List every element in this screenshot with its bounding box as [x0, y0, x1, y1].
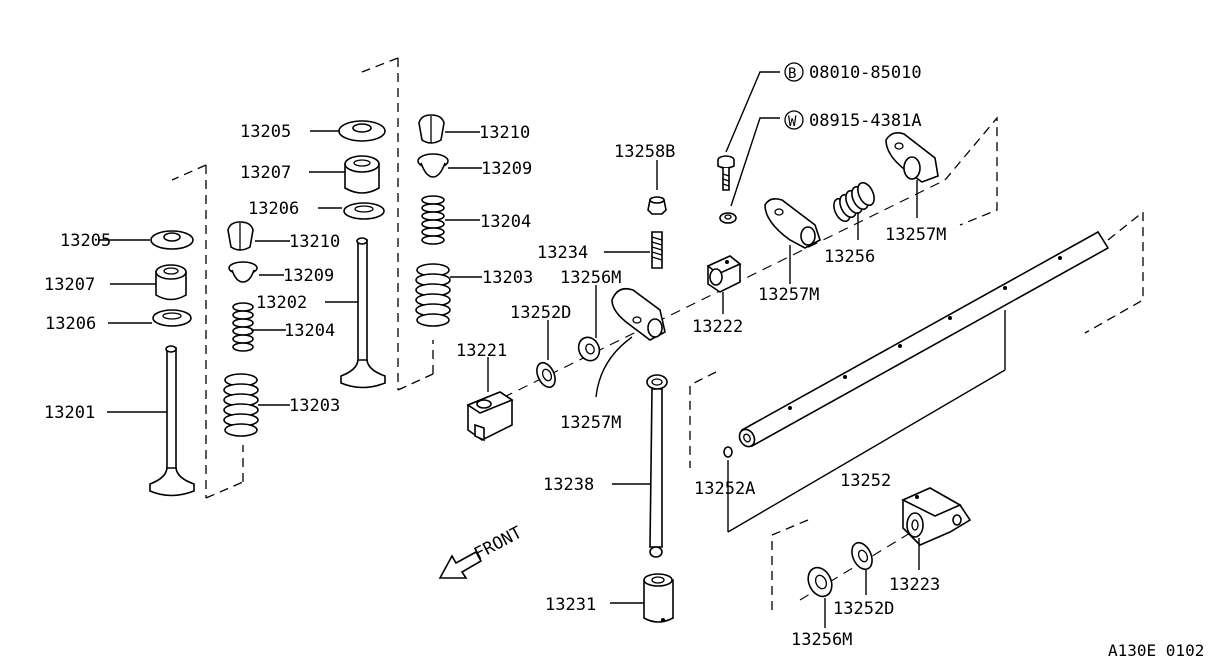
label-13207-left: 13207: [44, 275, 95, 295]
label-13201: 13201: [44, 403, 95, 423]
part-13203-left: [223, 373, 259, 437]
label-13203-center: 13203: [482, 268, 533, 288]
part-13231-tappet: [643, 573, 674, 623]
label-13202: 13202: [256, 293, 307, 313]
label-08010-85010: 08010-85010: [809, 63, 922, 83]
right-top-frame-dashed: [944, 116, 998, 226]
center-frame-dashed: [361, 57, 434, 391]
part-13210-center: [418, 114, 445, 144]
label-13209-center: 13209: [481, 159, 532, 179]
part-13256M-lower: [807, 566, 833, 598]
label-13209-left: 13209: [283, 266, 334, 286]
rocker-assembly: 13221 13252D 13256M 13257M 13258B: [456, 62, 1144, 650]
label-08915-4381A: 08915-4381A: [809, 111, 922, 131]
part-13210-left: [227, 221, 254, 251]
left-valve-assembly: 13205 13207 13206 13201: [44, 164, 340, 499]
label-13223: 13223: [889, 575, 940, 595]
label-13204-center: 13204: [480, 212, 531, 232]
label-13256M-lower: 13256M: [791, 630, 852, 650]
part-13252D-lower: [851, 541, 873, 571]
label-13221: 13221: [456, 341, 507, 361]
part-13207-center: [344, 155, 380, 194]
shaft-right-frame-dashed: [1084, 210, 1144, 334]
part-13201-valve: [149, 345, 195, 497]
label-13252A: 13252A: [694, 479, 755, 499]
part-13209-left: [228, 261, 258, 283]
label-13252D-lower: 13252D: [833, 599, 894, 619]
left-frame-dashed: [171, 164, 244, 499]
figure-id: A130E 0102: [1108, 641, 1204, 660]
bolt-08010: [717, 155, 735, 191]
label-13205-center: 13205: [240, 122, 291, 142]
lower-frame-dashed: [771, 519, 809, 610]
label-13258B: 13258B: [614, 142, 675, 162]
part-13221: [466, 391, 514, 442]
label-13252: 13252: [840, 471, 891, 491]
part-13257M-center: [611, 287, 666, 341]
label-13210-center: 13210: [479, 123, 530, 143]
part-13223: [901, 487, 972, 546]
part-13258B: [647, 196, 667, 215]
label-13206-center: 13206: [248, 199, 299, 219]
label-13222: 13222: [692, 317, 743, 337]
part-13209-center: [417, 153, 449, 178]
label-13256: 13256: [824, 247, 875, 267]
part-13222: [706, 255, 742, 293]
part-13203-center: [415, 263, 451, 327]
label-13238: 13238: [543, 475, 594, 495]
part-13256M-center: [577, 336, 601, 362]
part-13206-center: [343, 202, 385, 220]
part-13205-center: [338, 120, 386, 142]
label-front: FRONT: [471, 523, 526, 565]
label-13207-center: 13207: [240, 163, 291, 183]
part-13234: [651, 231, 663, 269]
label-13257M-center: 13257M: [560, 413, 621, 433]
part-13238-pushrod: [646, 374, 668, 558]
part-13205-left: [150, 230, 194, 250]
washer-08915: [719, 212, 737, 224]
part-13204-left: [232, 302, 254, 352]
part-13252D-center: [536, 361, 556, 389]
part-13252A-plug: [723, 446, 733, 458]
label-13257M-middle: 13257M: [758, 285, 819, 305]
label-13257M-right: 13257M: [885, 225, 946, 245]
label-13205-left: 13205: [60, 231, 111, 251]
label-13252D-center: 13252D: [510, 303, 571, 323]
label-13234: 13234: [537, 243, 588, 263]
part-13204-center: [421, 195, 445, 245]
part-13207-left: [155, 264, 187, 301]
part-13257M-middle: [764, 198, 821, 249]
center-valve-assembly: 13205 13207 13206 13202 13: [240, 57, 533, 391]
mark-W: W: [788, 114, 797, 130]
label-13203-left: 13203: [289, 396, 340, 416]
label-13210-left: 13210: [289, 232, 340, 252]
part-13202-valve: [340, 237, 386, 389]
part-13257M-right: [885, 132, 939, 183]
label-13206-left: 13206: [45, 314, 96, 334]
part-13256-spring: [833, 181, 875, 223]
label-13204-left: 13204: [284, 321, 335, 341]
part-13206-left: [152, 309, 192, 327]
front-arrow: FRONT: [438, 523, 526, 579]
part-13252-shaft: [738, 230, 1110, 448]
label-13231: 13231: [545, 595, 596, 615]
shaft-left-frame-dashed: [689, 371, 717, 468]
label-13256M-center: 13256M: [560, 268, 621, 288]
mark-B: B: [788, 66, 796, 82]
